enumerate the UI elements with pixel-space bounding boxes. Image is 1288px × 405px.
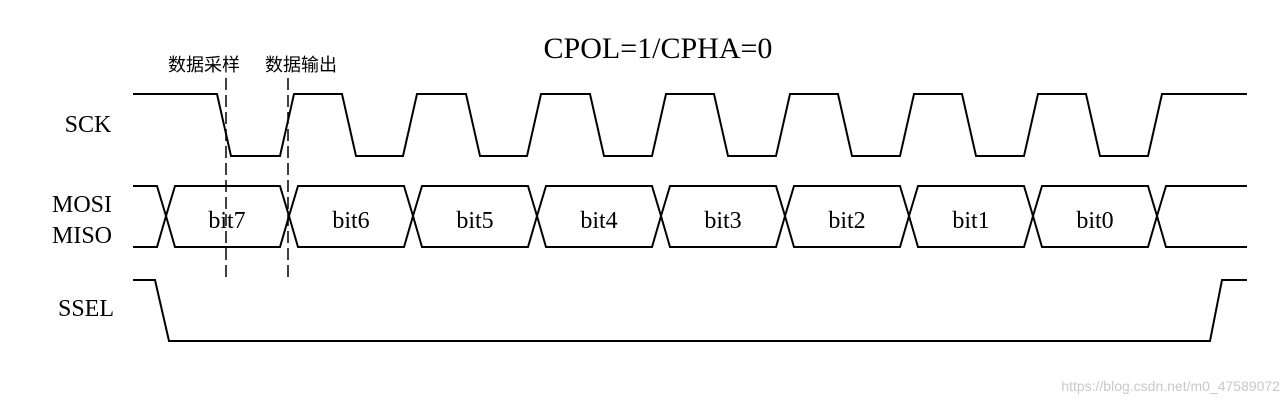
- bit-label: bit1: [952, 208, 989, 234]
- sample-annotation: 数据采样: [168, 55, 240, 76]
- bit-label: bit6: [332, 208, 369, 234]
- diagram-title: CPOL=1/CPHA=0: [544, 32, 773, 65]
- ssel-label: SSEL: [58, 296, 114, 322]
- ssel-waveform: [133, 279, 1247, 342]
- sck-waveform: [133, 93, 1247, 157]
- mosi-label: MOSI: [52, 192, 112, 218]
- bit-label: bit4: [580, 208, 617, 234]
- data-bus: [133, 185, 1247, 248]
- bit-label: bit7: [208, 208, 245, 234]
- output-annotation: 数据输出: [265, 55, 337, 76]
- watermark-text: https://blog.csdn.net/m0_47589072: [1061, 378, 1280, 394]
- bit-label: bit3: [704, 208, 741, 234]
- bit-label: bit2: [828, 208, 865, 234]
- sck-label: SCK: [65, 112, 112, 138]
- bit-label: bit5: [456, 208, 493, 234]
- bit-label: bit0: [1076, 208, 1113, 234]
- miso-label: MISO: [52, 223, 112, 249]
